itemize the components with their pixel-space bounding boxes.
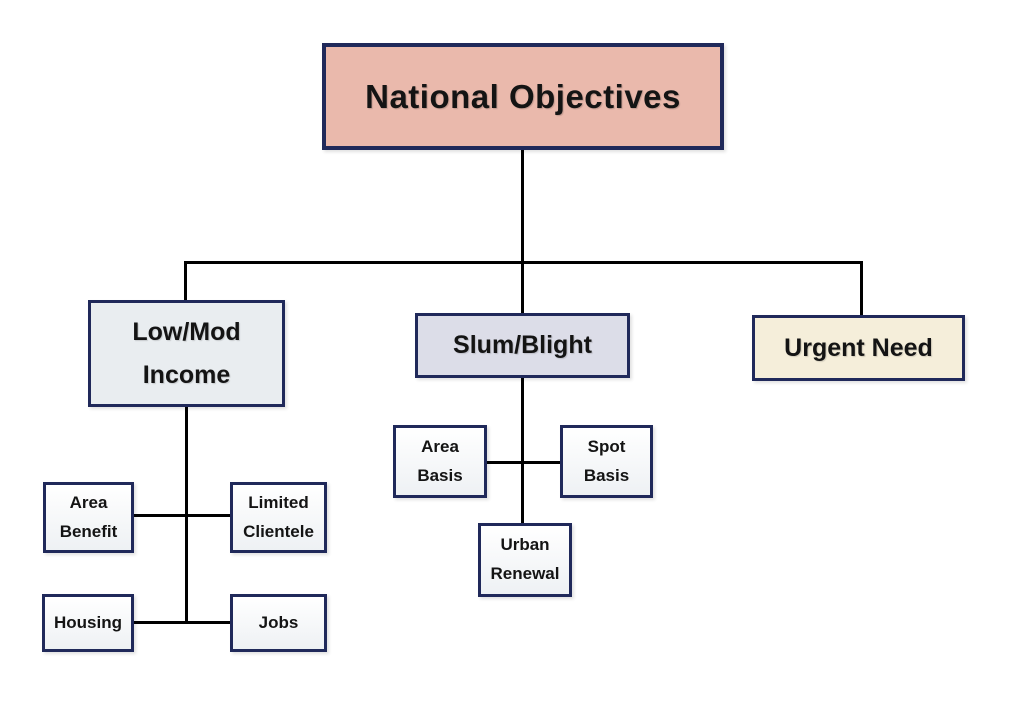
- node-label: Area: [421, 436, 459, 456]
- connector-areabasis-spotbasis: [486, 461, 561, 464]
- node-housing: Housing: [42, 594, 134, 652]
- node-area-benefit: Area Benefit: [43, 482, 134, 553]
- node-label: Benefit: [59, 521, 118, 541]
- node-spot-basis: Spot Basis: [560, 425, 653, 498]
- node-area-basis: Area Basis: [393, 425, 487, 498]
- connector-slum-down: [521, 377, 524, 524]
- node-urgent-need: Urgent Need: [752, 315, 965, 381]
- node-jobs: Jobs: [230, 594, 327, 652]
- node-label: Low/Mod: [132, 318, 241, 346]
- node-label: Clientele: [243, 521, 314, 541]
- connector-housing-jobs: [133, 621, 231, 624]
- node-label: Basis: [583, 465, 630, 485]
- connector-national-down: [521, 150, 524, 313]
- node-label: Jobs: [258, 612, 299, 632]
- node-urban-renewal: Urban Renewal: [478, 523, 572, 597]
- node-label: Basis: [417, 465, 463, 485]
- node-label: Area: [69, 492, 108, 512]
- connector-areabenefit-limited: [133, 514, 231, 517]
- connector-level2-horizontal: [184, 261, 863, 264]
- node-limited-clientele: Limited Clientele: [230, 482, 327, 553]
- node-label: Spot: [587, 436, 626, 456]
- node-label: Limited: [248, 492, 309, 512]
- node-label: Urban: [500, 535, 550, 555]
- node-label: Urgent Need: [784, 333, 933, 362]
- node-national-objectives: National Objectives: [322, 43, 724, 150]
- node-slum-blight: Slum/Blight: [415, 313, 630, 378]
- node-label: Housing: [54, 612, 122, 632]
- connector-to-urgent-need: [860, 261, 863, 317]
- node-label: Income: [142, 360, 231, 389]
- node-label: Renewal: [490, 564, 560, 583]
- node-label: National Objectives: [365, 77, 681, 115]
- node-low-mod-income: Low/Mod Income: [88, 300, 285, 407]
- connector-to-lowmod: [184, 261, 187, 302]
- node-label: Slum/Blight: [453, 331, 592, 359]
